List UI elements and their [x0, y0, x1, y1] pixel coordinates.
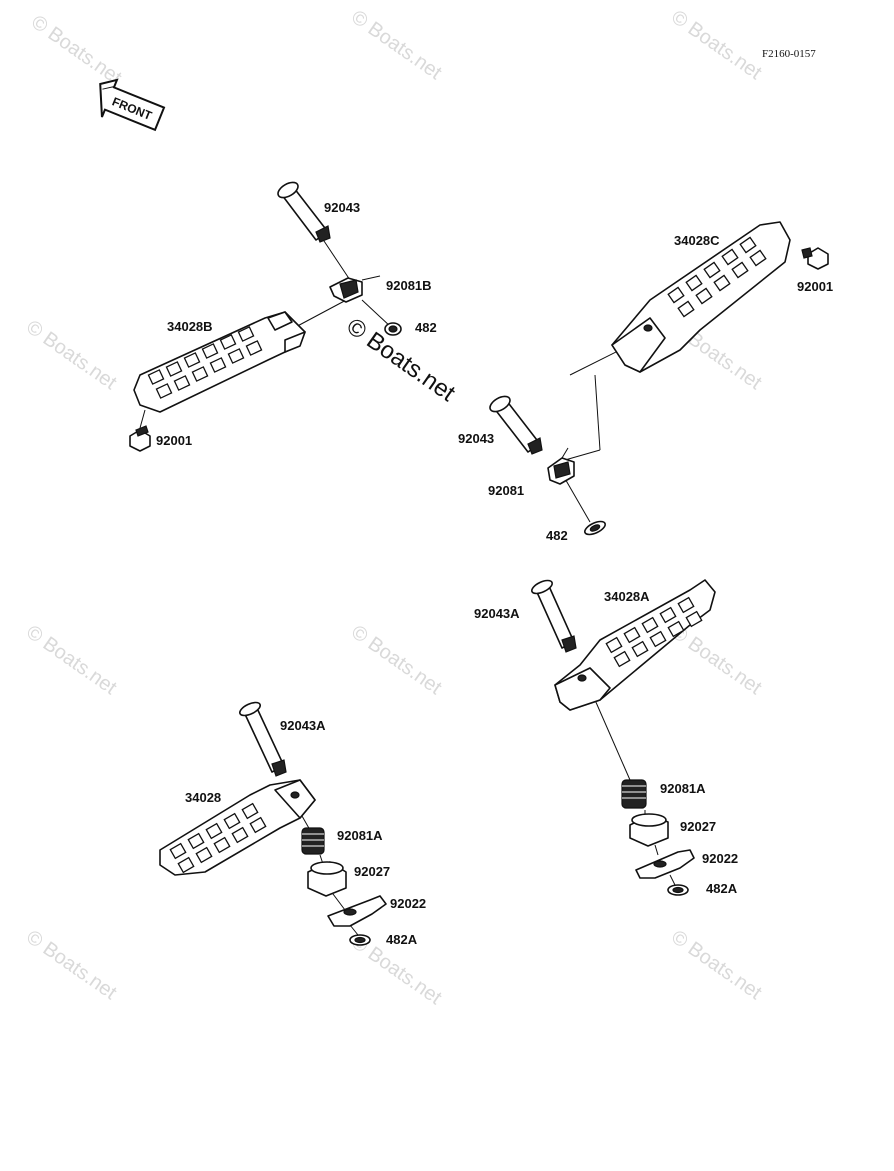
- grip-pattern: [169, 802, 267, 874]
- footpeg-icon: [133, 311, 306, 413]
- part-label: 92001: [797, 279, 833, 294]
- part-label: 482: [546, 528, 568, 543]
- part-label: 92081B: [386, 278, 432, 293]
- left-rear-assembly: 92043A 34028 92081A 92027 92022 482A: [159, 701, 426, 947]
- pin-icon: [239, 701, 287, 777]
- watermark: © Boats.net: [22, 926, 121, 1004]
- pivot-icon: [307, 861, 347, 897]
- part-label: 92001: [156, 433, 192, 448]
- bolt-icon: [801, 247, 829, 270]
- part-label: 92081A: [660, 781, 706, 796]
- pivot-icon: [629, 813, 669, 847]
- watermark: © Boats.net: [347, 621, 446, 699]
- part-label: 92022: [702, 851, 738, 866]
- part-label: 92081: [488, 483, 524, 498]
- watermark-layer: © Boats.net © Boats.net © Boats.net © Bo…: [22, 6, 766, 1009]
- plate-icon: [327, 895, 387, 927]
- spring-icon: [329, 275, 381, 303]
- clip-icon: [384, 322, 402, 336]
- front-arrow-icon: FRONT: [99, 78, 166, 132]
- part-label: 482A: [706, 881, 738, 896]
- part-label: 34028B: [167, 319, 213, 334]
- part-label: 92043: [324, 200, 360, 215]
- spring-icon: [547, 447, 575, 485]
- footpeg-icon: [159, 779, 316, 876]
- clip-icon: [584, 520, 606, 536]
- part-label: 92043: [458, 431, 494, 446]
- pin-icon: [531, 579, 577, 653]
- bolt-icon: [129, 425, 151, 452]
- watermark: © Boats.net: [667, 6, 766, 84]
- left-front-assembly: 92043 92081B 482 34028B 92001: [129, 181, 437, 452]
- diagram-code: F2160-0157: [762, 48, 816, 60]
- pin-icon: [277, 181, 331, 243]
- part-label: 92027: [354, 864, 390, 879]
- right-front-assembly: 34028C 92001 92043 92081 482: [458, 221, 833, 543]
- part-label: 92027: [680, 819, 716, 834]
- pin-icon: [489, 395, 543, 455]
- part-label: 92022: [390, 896, 426, 911]
- watermark: © Boats.net: [667, 926, 766, 1004]
- watermark: © Boats.net: [22, 316, 121, 394]
- grip-pattern: [147, 326, 263, 399]
- part-label: 34028A: [604, 589, 650, 604]
- footpeg-icon: [554, 579, 716, 711]
- part-label: 482A: [386, 932, 418, 947]
- spring-icon: [301, 827, 325, 855]
- spring-icon: [621, 779, 647, 809]
- grip-pattern: [667, 236, 767, 318]
- part-label: 34028: [185, 790, 221, 805]
- part-label: 92043A: [474, 606, 520, 621]
- right-rear-assembly: 92043A 34028A 92081A 92027 92022 482A: [474, 579, 738, 896]
- grip-pattern: [605, 596, 703, 668]
- clip-icon: [349, 934, 371, 946]
- footpeg-icon: [611, 221, 791, 373]
- part-label: 92081A: [337, 828, 383, 843]
- part-label: 92043A: [280, 718, 326, 733]
- watermark: © Boats.net: [667, 621, 766, 699]
- watermark: © Boats.net: [27, 11, 126, 89]
- watermark: © Boats.net: [22, 621, 121, 699]
- plate-icon: [635, 849, 695, 879]
- part-label: 34028C: [674, 233, 720, 248]
- part-label: 482: [415, 320, 437, 335]
- watermark: © Boats.net: [347, 6, 446, 84]
- clip-icon: [667, 884, 689, 896]
